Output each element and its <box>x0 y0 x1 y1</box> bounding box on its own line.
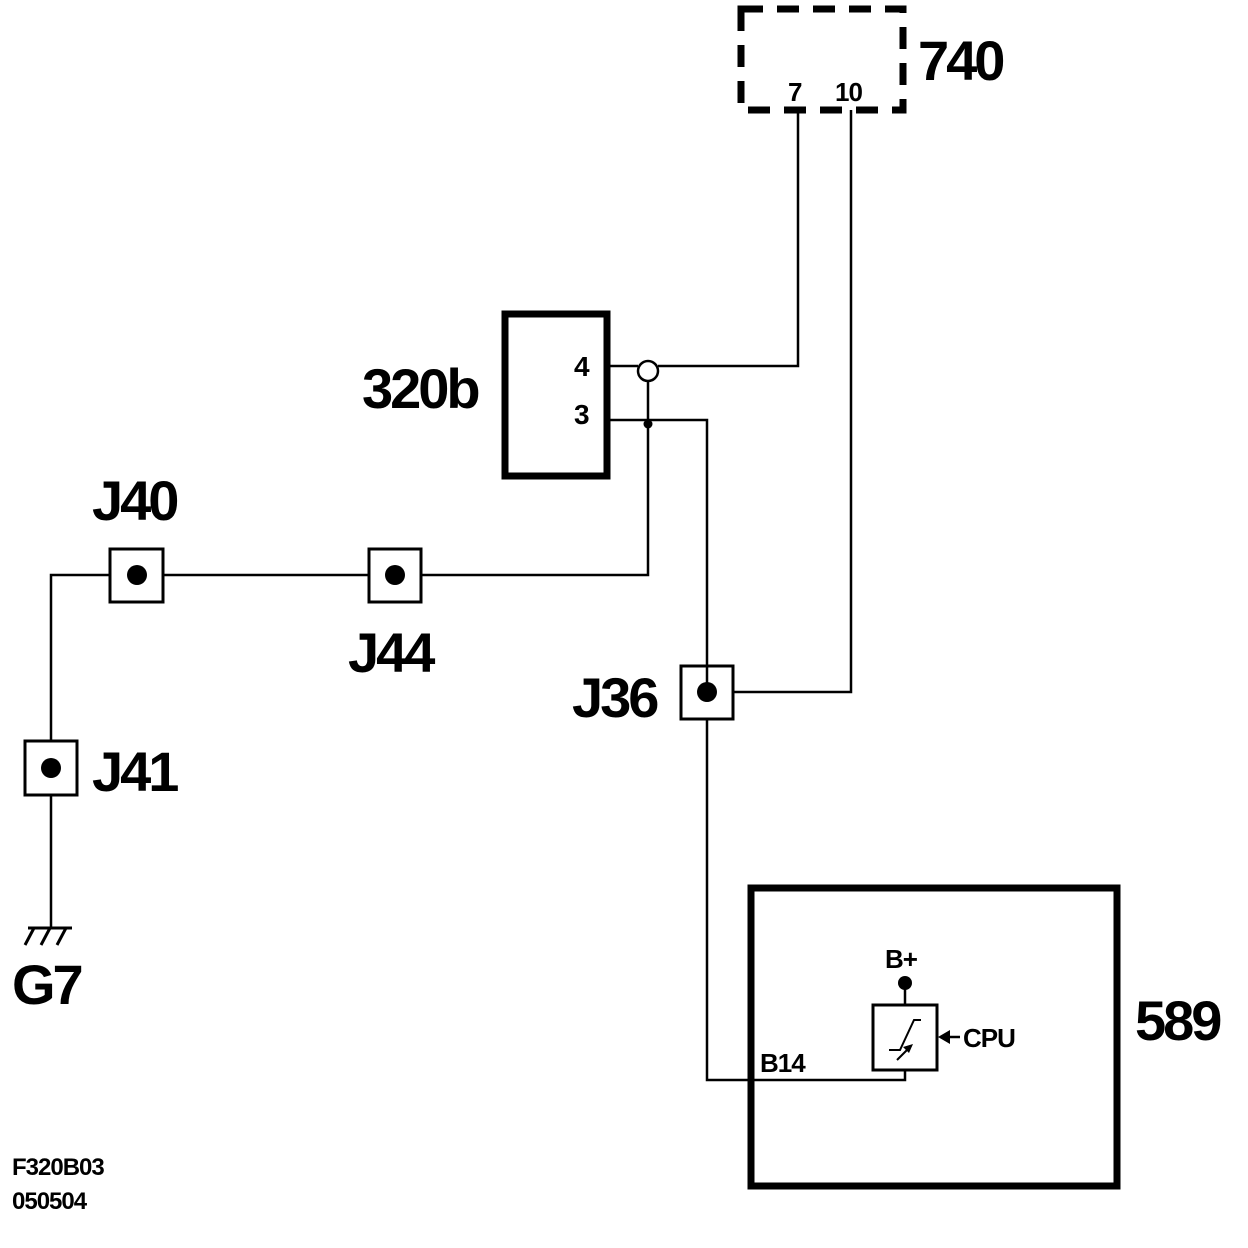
ground-hatch-2 <box>39 927 52 946</box>
junction-j44: J44 <box>348 547 438 684</box>
junction-j41: J41 <box>23 739 181 803</box>
component-589-control-label: CPU <box>963 1023 1015 1053</box>
component-320b-pin-3: 3 <box>574 399 590 430</box>
junction-j40-label: J40 <box>92 469 177 532</box>
junction-j40-block <box>108 547 165 604</box>
wire-splice-dot <box>643 419 653 429</box>
component-589-label: 589 <box>1135 989 1221 1052</box>
ground-hatch-1 <box>23 927 36 946</box>
cpu-arrow-head <box>938 1030 950 1044</box>
junction-j36: J36 <box>572 664 735 729</box>
junction-j41-dot <box>41 758 61 778</box>
junction-j36-dot <box>697 682 717 702</box>
component-740-label: 740 <box>918 29 1003 92</box>
component-589: 589 B14 B+ CPU <box>747 884 1224 1190</box>
wires <box>49 110 907 1082</box>
footer: F320B03 050504 <box>12 1154 105 1215</box>
component-589-supply-label: B+ <box>885 944 918 974</box>
junction-j44-block <box>367 547 423 604</box>
junction-j40: J40 <box>92 469 180 604</box>
component-589-pin-b14: B14 <box>760 1048 806 1078</box>
wire-320b-3-to-j36 <box>607 418 709 693</box>
ground-g7: G7 <box>12 926 85 1016</box>
footer-date: 050504 <box>12 1188 88 1215</box>
component-740-pin-7: 7 <box>788 77 802 107</box>
component-320b: 320b 4 3 <box>362 310 611 480</box>
component-740: 740 7 10 <box>737 5 1006 114</box>
component-589-outline <box>747 884 1121 1190</box>
junction-j40-dot <box>127 565 147 585</box>
driver-arrow-head <box>903 1044 913 1053</box>
component-320b-outline <box>501 310 611 480</box>
component-320b-pin-4: 4 <box>574 351 590 382</box>
junction-j44-dot <box>385 565 405 585</box>
junction-j41-label: J41 <box>92 740 178 803</box>
junction-j36-block <box>679 664 735 721</box>
wire-pin3-branch <box>421 381 650 577</box>
wire-crossover <box>636 359 660 383</box>
component-320b-label: 320b <box>362 357 478 420</box>
driver-symbol <box>889 1019 921 1051</box>
footer-code: F320B03 <box>12 1154 104 1181</box>
ground-hatch-3 <box>55 927 68 946</box>
junction-j44-label: J44 <box>348 621 435 684</box>
wire-j36-to-589 <box>705 719 907 1082</box>
wire-j40-to-j41 <box>49 573 110 741</box>
wire-740-10-to-j36 <box>733 110 853 694</box>
junction-j36-label: J36 <box>572 666 658 729</box>
wire-740-7-to-320b-4 <box>658 110 800 368</box>
component-740-pin-10: 10 <box>835 77 862 107</box>
component-740-outline <box>737 5 907 114</box>
junction-j41-block <box>23 739 79 797</box>
ground-g7-label: G7 <box>12 953 82 1016</box>
